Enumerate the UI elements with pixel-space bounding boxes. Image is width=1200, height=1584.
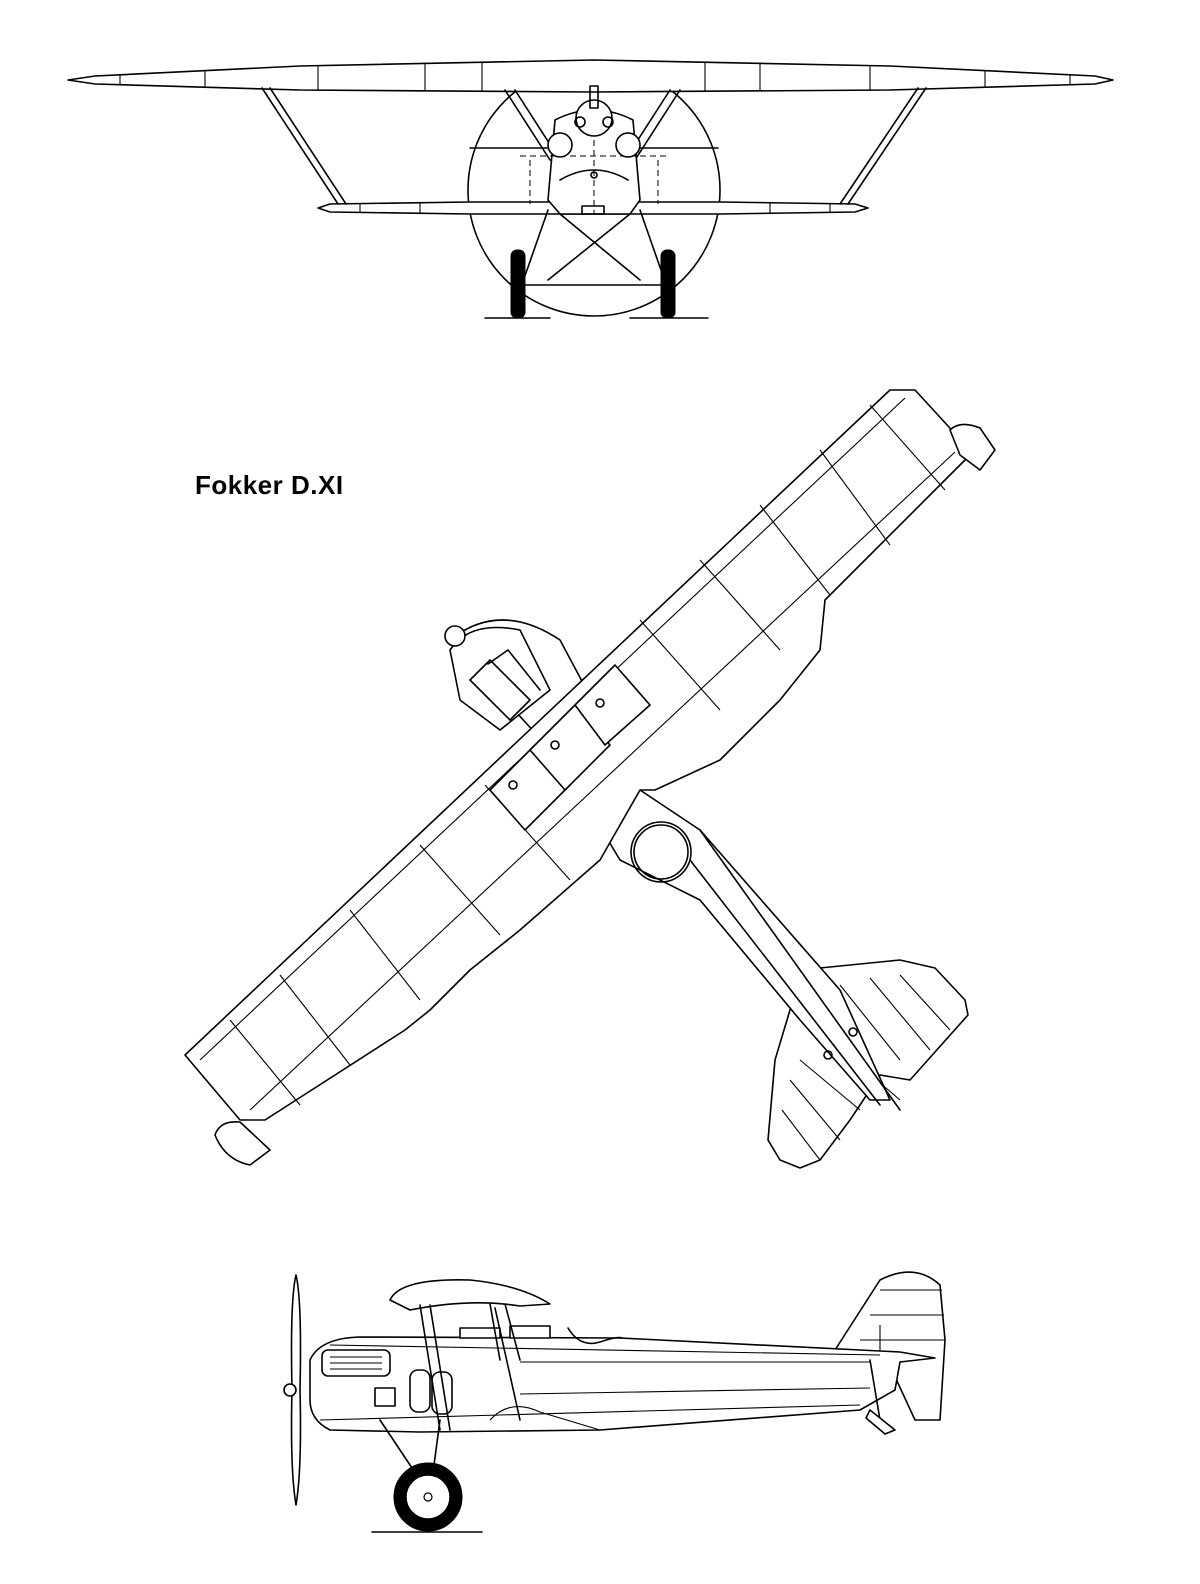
left-wheel [510,249,526,319]
front-undercarriage [519,209,669,291]
interplane-struts [261,87,927,205]
front-view [67,59,1114,319]
lower-wing-tip-left [214,1120,271,1166]
cowl-hatch [374,1387,396,1407]
rudder [834,1271,946,1421]
upper-wing [67,59,1114,93]
cockpit-edge [567,1327,623,1345]
upper-wing-ribs [119,62,1071,91]
upper-wing-side [389,1279,551,1311]
fuselage-side [309,1336,936,1433]
tail-skid [865,1409,896,1435]
right-wheel [660,249,676,319]
side-view [283,1271,946,1533]
top-view [184,389,996,1169]
propeller-hub [283,1383,297,1397]
drawing-title: Fokker D.XI [195,470,344,500]
lower-wing-tip-right [949,423,996,471]
wing-hatches [489,664,651,831]
cockpit-ring [630,821,692,883]
